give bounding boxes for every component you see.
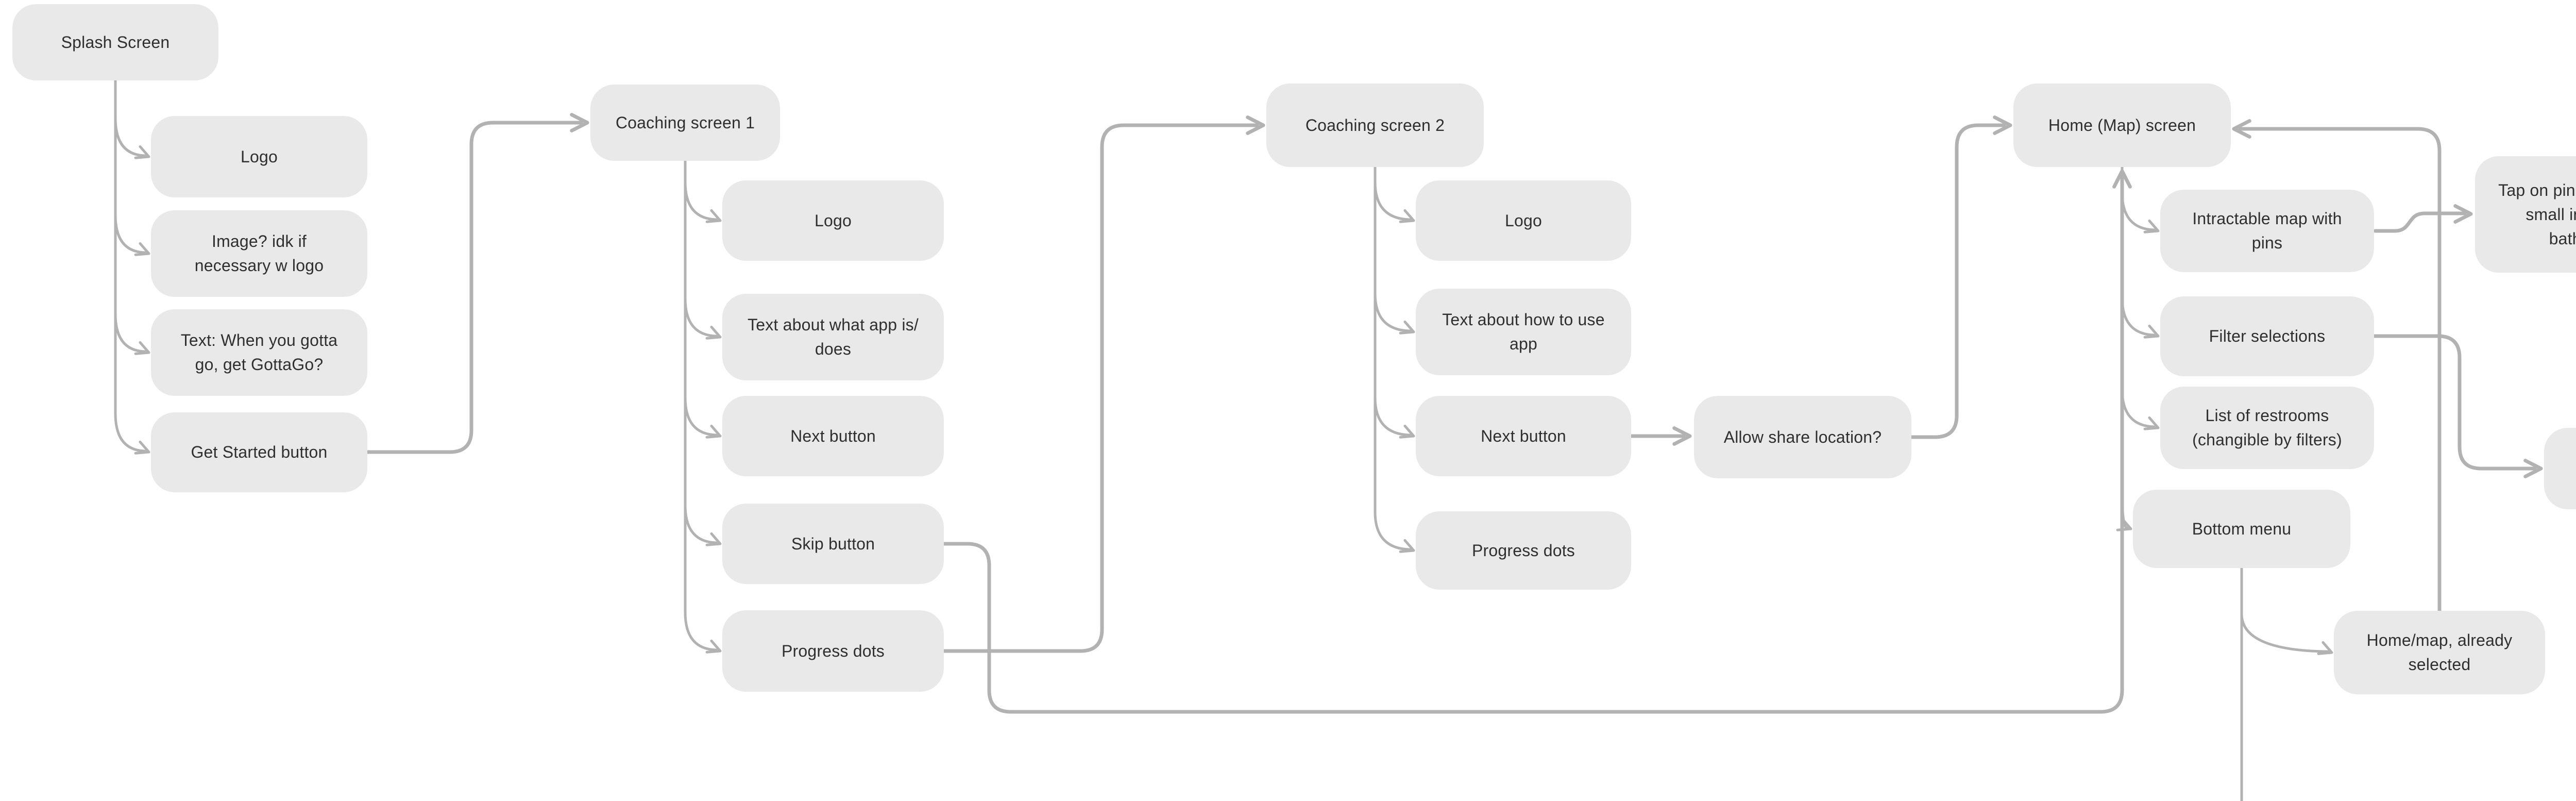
hook-bottom-menu-homemap-arrowhead	[2317, 641, 2333, 655]
node-list-of-restrooms[interactable]: List of restrooms (changible by filters)	[2160, 387, 2374, 469]
node-splash-image[interactable]: Image? idk if necessary w logo	[151, 210, 367, 297]
node-label-splash-text: Text: When you gotta go, get GottaGo?	[180, 331, 338, 374]
hook-bottom-menu-homemap	[2240, 612, 2329, 653]
node-tap-on-pin[interactable]: Tap on pin, pop up with small info about…	[2475, 156, 2576, 273]
edge-skip-home	[942, 175, 2124, 714]
node-c1-progress-dots[interactable]: Progress dots	[722, 610, 944, 692]
hook-get-started	[114, 412, 146, 453]
hook-get-started-arrowhead	[134, 440, 150, 455]
hook-c1-logo	[684, 180, 718, 221]
node-coaching-screen-2[interactable]: Coaching screen 2	[1266, 84, 1484, 167]
edge-allow-home-arrowhead	[1993, 115, 2012, 135]
hook-home-list-arrowhead	[2143, 416, 2160, 430]
node-label-c1-progress-dots: Progress dots	[781, 641, 885, 660]
node-splash-logo[interactable]: Logo	[151, 116, 367, 197]
node-bottom-menu[interactable]: Bottom menu	[2133, 490, 2350, 568]
node-label-filter-selections: Filter selections	[2209, 327, 2326, 345]
node-home-map-selected[interactable]: Home/map, already selected	[2334, 611, 2545, 694]
hook-splash-logo	[114, 116, 146, 157]
node-label-get-started-button: Get Started button	[191, 443, 328, 461]
node-label-c1-logo: Logo	[815, 211, 852, 230]
node-label-splash-screen: Splash Screen	[61, 32, 170, 52]
hook-c1-skip	[684, 504, 718, 544]
edge-progress1-coaching2-arrowhead	[1246, 115, 1265, 135]
node-label-c2-logo: Logo	[1505, 211, 1542, 230]
hook-c2-logo-arrowhead	[1399, 209, 1415, 223]
node-label-splash-logo: Logo	[241, 147, 278, 166]
node-splash-text[interactable]: Text: When you gotta go, get GottaGo?	[151, 309, 367, 396]
node-filter-selections[interactable]: Filter selections	[2160, 296, 2374, 376]
hook-c2-logo	[1374, 180, 1411, 221]
hook-c2-next	[1374, 396, 1411, 437]
node-label-home-map-screen: Home (Map) screen	[2048, 115, 2196, 135]
hook-c1-next-arrowhead	[705, 424, 722, 439]
hook-c1-logo-arrowhead	[705, 209, 722, 223]
edge-getstarted-coaching1-arrowhead	[570, 113, 589, 132]
node-coaching-screen-1[interactable]: Coaching screen 1	[590, 85, 780, 161]
node-label-home-map-selected: Home/map, already selected	[2366, 631, 2513, 674]
node-label-c2-text: Text about how to use app	[1442, 310, 1605, 353]
hook-home-list	[2121, 388, 2156, 428]
hook-c1-text-arrowhead	[705, 325, 722, 340]
edge-skip-home-arrowhead	[2112, 169, 2132, 189]
hook-c2-next-arrowhead	[1399, 424, 1415, 439]
edge-allow-home	[1909, 123, 2006, 439]
hook-c1-progress	[684, 611, 718, 652]
node-intractable-map[interactable]: Intractable map with pins	[2160, 190, 2374, 272]
hook-splash-image-arrowhead	[134, 242, 150, 256]
hook-home-filter	[2121, 296, 2156, 337]
edge-filtersel-filters	[2372, 334, 2537, 471]
edge-homemapselected-home-arrowhead	[2232, 119, 2251, 139]
edge-getstarted-coaching1	[365, 121, 583, 454]
node-label-coaching-screen-1: Coaching screen 1	[615, 113, 755, 132]
node-label-splash-image: Image? idk if necessary w logo	[194, 232, 324, 275]
node-label-coaching-screen-2: Coaching screen 2	[1305, 115, 1445, 135]
node-get-started-button[interactable]: Get Started button	[151, 412, 367, 492]
node-home-map-screen[interactable]: Home (Map) screen	[2013, 84, 2231, 167]
node-splash-screen[interactable]: Splash Screen	[12, 4, 218, 80]
node-c1-logo[interactable]: Logo	[722, 180, 944, 261]
hook-splash-image	[114, 213, 146, 254]
node-c2-text[interactable]: Text about how to use app	[1416, 289, 1631, 375]
hook-splash-text-arrowhead	[134, 341, 150, 355]
node-c2-next-button[interactable]: Next button	[1416, 396, 1631, 476]
hook-c1-progress-arrowhead	[705, 639, 722, 654]
hook-home-filter-arrowhead	[2143, 324, 2160, 339]
node-c2-logo[interactable]: Logo	[1416, 180, 1631, 261]
node-label-allow-share-location: Allow share location?	[1723, 427, 1882, 446]
hook-c1-text	[684, 297, 718, 338]
node-label-tap-on-pin: Tap on pin, pop up with small info about…	[2498, 180, 2576, 248]
hook-c1-skip-arrowhead	[705, 532, 722, 546]
node-c2-progress-dots[interactable]: Progress dots	[1416, 511, 1631, 590]
hook-splash-logo-arrowhead	[134, 145, 150, 159]
edge-progress1-coaching2	[942, 123, 1259, 653]
hook-splash-text	[114, 312, 146, 353]
node-c1-text[interactable]: Text about what app is/ does	[722, 294, 944, 380]
hook-c2-text-arrowhead	[1399, 320, 1415, 335]
edge-next2-allow-arrowhead	[1672, 426, 1692, 446]
hook-home-map-arrowhead	[2143, 219, 2160, 233]
node-label-bottom-menu: Bottom menu	[2192, 519, 2292, 538]
edge-map-tap-arrowhead	[2453, 204, 2473, 224]
node-c1-skip-button[interactable]: Skip button	[722, 504, 944, 584]
node-label-c1-next-button: Next button	[790, 426, 876, 445]
hook-c2-progress	[1374, 510, 1411, 551]
edge-map-tap	[2373, 211, 2467, 233]
node-label-intractable-map: Intractable map with pins	[2192, 209, 2342, 252]
hook-c1-next	[684, 396, 718, 437]
hook-c2-progress-arrowhead	[1399, 539, 1415, 553]
node-allow-share-location[interactable]: Allow share location?	[1694, 396, 1911, 478]
node-label-c2-next-button: Next button	[1481, 426, 1566, 445]
hook-c2-text	[1374, 292, 1411, 332]
node-c1-next-button[interactable]: Next button	[722, 396, 944, 476]
edge-homemapselected-home	[2238, 127, 2442, 613]
edge-filtersel-filters-arrowhead	[2523, 459, 2543, 478]
node-label-list-of-restrooms: List of restrooms (changible by filters)	[2192, 406, 2342, 449]
hook-home-map	[2121, 191, 2156, 231]
node-label-c1-skip-button: Skip button	[791, 534, 875, 553]
node-label-c1-text: Text about what app is/ does	[748, 315, 919, 358]
node-label-c2-progress-dots: Progress dots	[1471, 541, 1575, 560]
